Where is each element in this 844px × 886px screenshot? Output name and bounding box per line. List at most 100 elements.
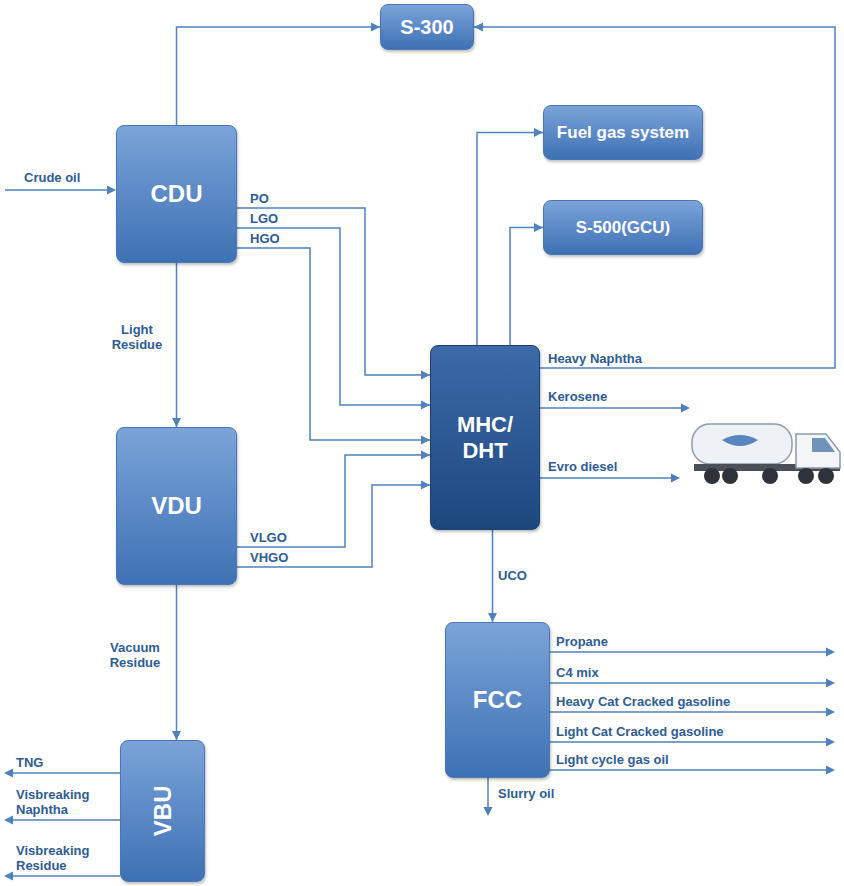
arrowhead	[826, 766, 835, 775]
connector-line	[237, 248, 430, 440]
product-label: Kerosene	[548, 389, 607, 404]
arrowhead	[826, 738, 835, 747]
stream-label: LGO	[250, 211, 278, 226]
node-label: FCC	[473, 686, 522, 714]
unit-box: S-300	[380, 4, 474, 50]
system-box: Fuel gas system	[543, 105, 703, 160]
product-label: C4 mix	[556, 665, 599, 680]
product-label: Heavy Cat Cracked gasoline	[556, 694, 730, 709]
connector-line	[492, 530, 494, 622]
flow-connector	[237, 481, 430, 568]
flow-connector	[488, 530, 497, 622]
flow-connector	[510, 223, 543, 345]
wheel	[722, 468, 738, 484]
flow-connector	[474, 23, 835, 369]
connector-line	[237, 485, 430, 567]
process-box: CDU	[116, 125, 237, 263]
cab	[796, 434, 840, 468]
arrowhead	[371, 23, 380, 32]
propane-line	[550, 651, 827, 653]
node-label: S-500(GCU)	[576, 218, 670, 238]
process-box: VDU	[116, 427, 237, 585]
arrowhead	[4, 816, 13, 825]
flow-connector	[177, 23, 381, 126]
wheel	[762, 468, 778, 484]
stream-label: PO	[250, 191, 269, 206]
connector-line	[477, 133, 543, 346]
arrowhead	[172, 731, 181, 740]
arrowhead	[421, 401, 430, 410]
stream-label: Vacuum Residue	[100, 640, 170, 670]
stream-label: VLGO	[250, 530, 287, 545]
tank-logo	[722, 435, 758, 446]
product-label: TNG	[16, 755, 43, 770]
flow-connector	[237, 248, 430, 445]
product-label: Slurry oil	[498, 786, 554, 801]
connector-line	[237, 455, 430, 547]
flow-connector	[237, 208, 430, 380]
flow-connector	[172, 585, 181, 740]
arrowhead	[4, 872, 13, 881]
arrowhead	[421, 451, 430, 460]
flow-connector	[172, 263, 181, 427]
flow-connector	[237, 228, 430, 410]
lccg-line	[550, 741, 827, 743]
connector-line	[237, 208, 430, 375]
node-label: VBU	[149, 786, 177, 837]
connector-line	[176, 263, 178, 427]
connector-line	[237, 228, 430, 405]
diesel-line	[540, 477, 672, 479]
wheel	[704, 468, 720, 484]
connector-line	[510, 228, 543, 346]
arrowhead	[107, 186, 116, 195]
vbr-line	[12, 875, 120, 877]
node-label: VDU	[151, 492, 202, 520]
process-box: VBU	[120, 740, 205, 882]
node-label: S-300	[400, 16, 453, 39]
hccg-line	[550, 711, 827, 713]
arrowhead	[484, 807, 493, 816]
arrowhead	[421, 481, 430, 490]
node-label: CDU	[151, 180, 203, 208]
stream-label: Heavy Naphtha	[548, 351, 642, 366]
product-label: Light Cat Cracked gasoline	[556, 724, 724, 739]
flow-connector	[237, 451, 430, 548]
slurry-line	[487, 778, 489, 808]
product-label: Propane	[556, 634, 608, 649]
product-label: Light cycle gas oil	[556, 752, 669, 767]
lcgo-line	[550, 769, 827, 771]
arrowhead	[474, 23, 483, 32]
arrowhead	[534, 128, 543, 137]
stream-label: Light Residue	[104, 322, 170, 352]
arrowhead	[826, 679, 835, 688]
arrowhead	[671, 474, 680, 483]
process-box: MHC/ DHT	[430, 345, 540, 530]
connector-line	[177, 27, 381, 125]
product-label: Visbreaking Residue	[16, 843, 116, 873]
product-label: Evro diesel	[548, 459, 617, 474]
arrowhead	[534, 223, 543, 232]
wheel	[818, 468, 834, 484]
cab-window	[812, 438, 835, 452]
flow-connector	[477, 128, 543, 345]
wheel	[798, 468, 814, 484]
arrowhead	[488, 613, 497, 622]
tanker-truck	[692, 424, 840, 484]
product-label: Visbreaking Naphtha	[16, 787, 116, 817]
stream-label: HGO	[250, 231, 280, 246]
connector-line	[474, 27, 835, 368]
tng-line	[12, 772, 120, 774]
arrowhead	[826, 648, 835, 657]
connector-line	[176, 585, 178, 740]
vbn-line	[12, 819, 120, 821]
arrowhead	[172, 418, 181, 427]
kerosene-line	[540, 407, 682, 409]
arrowhead	[826, 708, 835, 717]
crude-feed-line	[5, 189, 108, 191]
arrowhead	[681, 404, 690, 413]
c4-line	[550, 682, 827, 684]
feed-label: Crude oil	[24, 170, 80, 185]
node-label: Fuel gas system	[557, 123, 689, 143]
process-box: FCC	[445, 622, 550, 778]
